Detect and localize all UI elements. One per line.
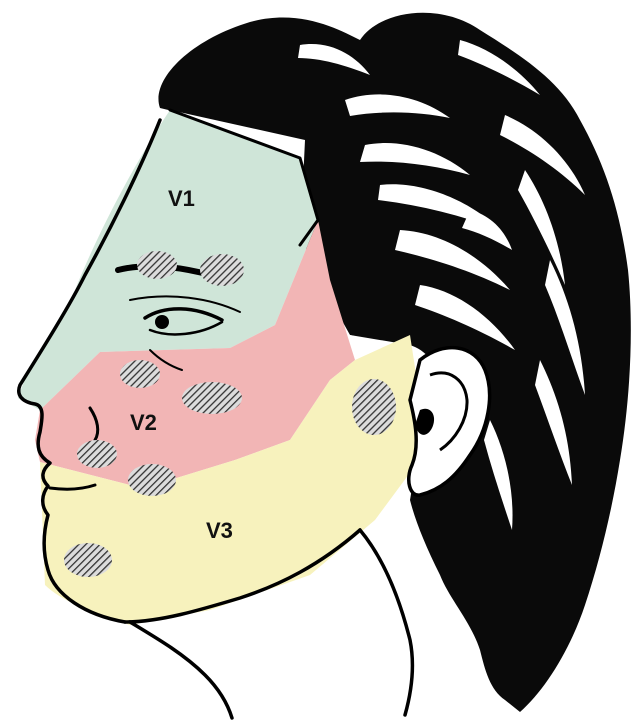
eye-pupil	[155, 315, 169, 329]
region-label-v2: V2	[130, 410, 157, 435]
spot-v2-nose	[77, 440, 117, 468]
spot-v1-brow-right	[200, 254, 244, 286]
spot-v2-cheek-upper	[120, 360, 160, 388]
neck-back	[360, 530, 412, 715]
spot-v1-brow-left	[137, 251, 177, 279]
neck-front	[130, 622, 232, 718]
spot-v2-cheek-mid	[182, 382, 242, 414]
region-label-v1: V1	[168, 186, 195, 211]
spot-v3-chin	[64, 543, 112, 577]
region-label-v3: V3	[206, 518, 233, 543]
spot-v3-preauricular	[352, 379, 396, 435]
spot-v2-lip	[128, 464, 176, 496]
